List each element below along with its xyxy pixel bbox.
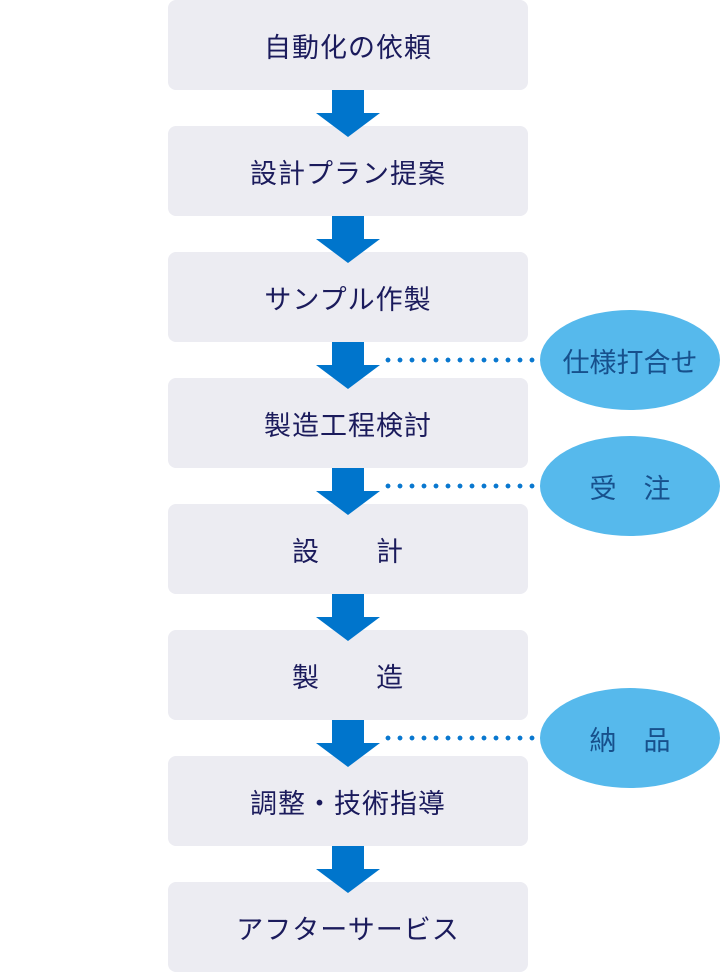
down-arrow-icon [316, 468, 380, 515]
down-arrow-icon [316, 216, 380, 263]
step-sample-production: サンプル作製 [168, 252, 528, 342]
down-arrow-icon [316, 342, 380, 389]
dotted-connector [382, 357, 538, 363]
dotted-connector [382, 483, 538, 489]
down-arrow-icon [316, 90, 380, 137]
step-design: 設 計 [168, 504, 528, 594]
dotted-connector [382, 735, 538, 741]
down-arrow-icon [316, 846, 380, 893]
step-request-automation: 自動化の依頼 [168, 0, 528, 90]
step-adjustment-training: 調整・技術指導 [168, 756, 528, 846]
down-arrow-icon [316, 594, 380, 641]
milestone-delivery: 納 品 [540, 688, 720, 788]
step-design-plan-proposal: 設計プラン提案 [168, 126, 528, 216]
step-process-review: 製造工程検討 [168, 378, 528, 468]
step-after-service: アフターサービス [168, 882, 528, 972]
milestone-spec-meeting: 仕様打合せ [540, 310, 720, 410]
down-arrow-icon [316, 720, 380, 767]
step-manufacturing: 製 造 [168, 630, 528, 720]
milestone-order-received: 受 注 [540, 436, 720, 536]
